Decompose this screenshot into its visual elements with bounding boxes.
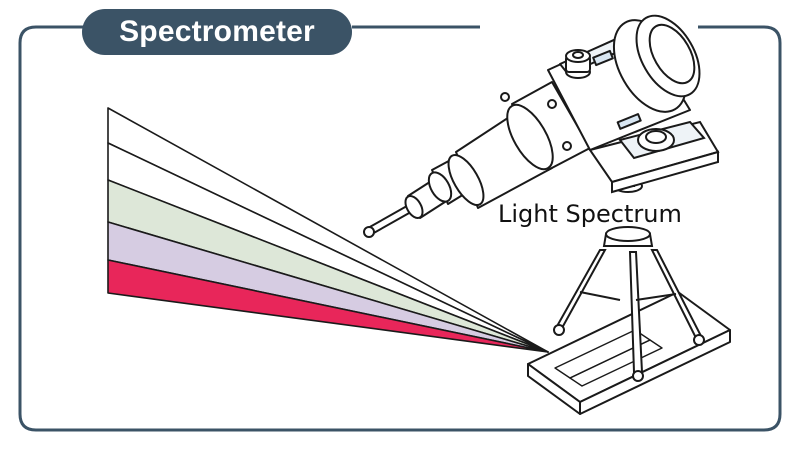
telescope-mount [588,120,720,194]
light-spectrum-bands [107,107,549,353]
base-plate [527,291,731,415]
band-red [107,259,549,353]
telescope [363,14,701,238]
light-spectrum-label: Light Spectrum [498,200,682,228]
page-title: Spectrometer [82,9,352,55]
tripod [553,226,705,382]
frame-border [18,25,782,432]
